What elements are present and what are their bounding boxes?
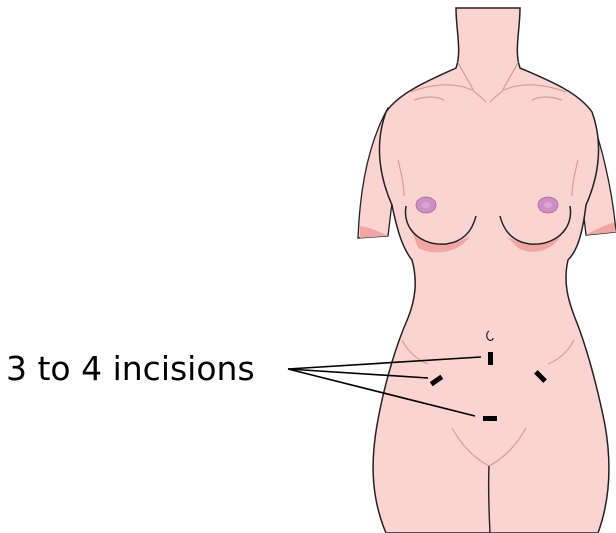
incision-umbilical xyxy=(488,352,493,365)
incision-suprapubic xyxy=(483,416,497,421)
female-torso xyxy=(358,8,616,533)
torso-body xyxy=(373,8,609,533)
left-nipple xyxy=(416,197,436,213)
callout-label: 3 to 4 incisions xyxy=(6,349,255,388)
right-nipple xyxy=(538,197,558,213)
